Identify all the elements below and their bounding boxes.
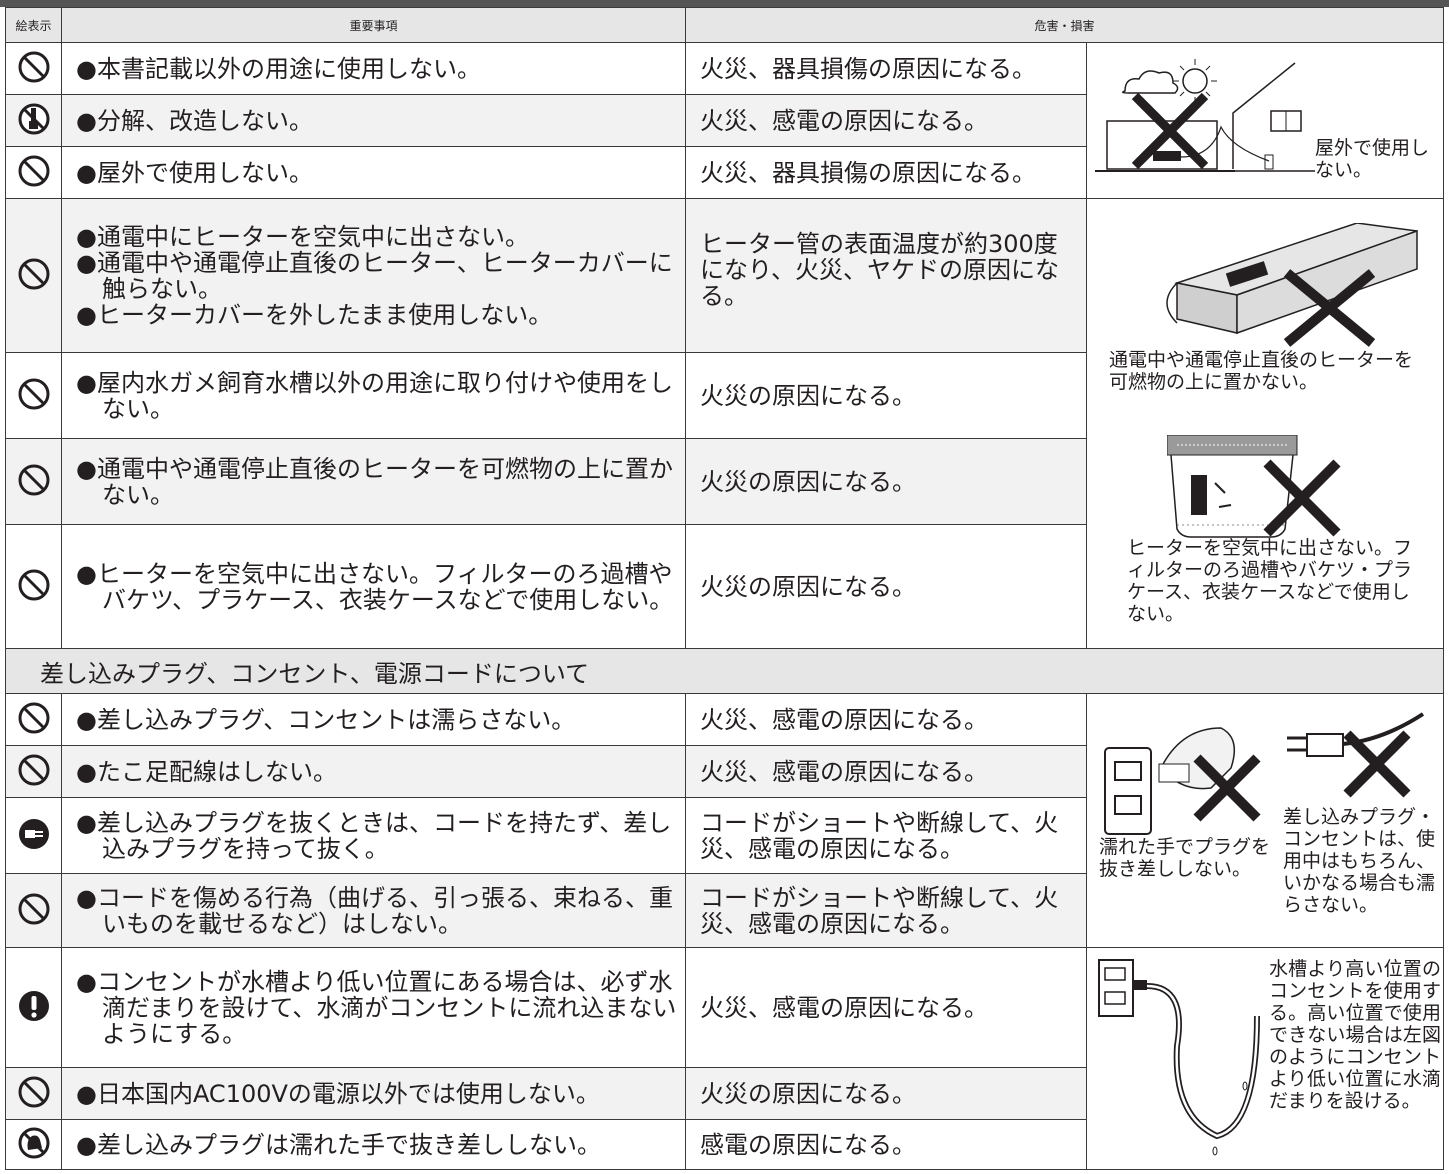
hazard-text: 火災の原因になる。 — [685, 352, 1087, 439]
prohibited-icon — [5, 146, 62, 199]
illustration-plug: 濡れた手でプラグを抜き差ししない。 差し込みプラグ・コンセントは、使用中はもちろ… — [1085, 693, 1445, 948]
item-text: ●差し込みプラグは濡れた手で抜き差ししない。 — [61, 1119, 686, 1170]
illustration-outdoor: 屋外で使用しない。 — [1085, 42, 1445, 199]
item-text: ●通電中や通電停止直後のヒーターを可燃物の上に置かない。 — [61, 438, 686, 525]
safety-table: 絵表示 重要事項 危害・損害 ●本書記載以外の用途に使用しない。 火災、器具損傷… — [4, 7, 1445, 1170]
prohibited-icon — [5, 524, 62, 649]
header-hazard: 危害・損害 — [684, 7, 1445, 43]
table-row: ●差し込みプラグは濡れた手で抜き差ししない。 感電の原因になる。 — [5, 1119, 1444, 1170]
section-header: 差し込みプラグ、コンセント、電源コードについて — [4, 648, 1445, 694]
table-row: ●コードを傷める行為（曲げる、引っ張る、束ねる、重いものを載せるなど）はしない。… — [5, 873, 1444, 948]
item-text: ●本書記載以外の用途に使用しない。 — [61, 42, 686, 95]
item-text: ●日本国内AC100Vの電源以外では使用しない。 — [61, 1067, 686, 1120]
top-bar — [0, 0, 1449, 7]
table-row: ●コンセントが水槽より低い位置にある場合は、必ず水滴だまりを設けて、水滴がコンセ… — [5, 947, 1445, 1170]
item-text: ●屋内水ガメ飼育水槽以外の用途に取り付けや使用をしない。 — [61, 352, 686, 439]
table-row: ●屋内水ガメ飼育水槽以外の用途に取り付けや使用をしない。 火災の原因になる。 — [5, 352, 1444, 439]
item-text: ●コードを傷める行為（曲げる、引っ張る、束ねる、重いものを載せるなど）はしない。 — [61, 873, 686, 948]
heater-caption: 通電中や通電停止直後のヒーターを可燃物の上に置かない。 — [1109, 349, 1414, 393]
outdoor-illustration — [1095, 59, 1315, 172]
heater-on-flammable-illustration — [1166, 223, 1418, 347]
table-header: 絵表示 重要事項 危害・損害 — [5, 7, 1445, 43]
prohibited-icon — [5, 693, 62, 746]
header-item: 重要事項 — [61, 7, 686, 43]
item-text: ●ヒーターを空気中に出さない。フィルターのろ過槽やバケツ、プラケース、衣装ケース… — [61, 524, 686, 649]
table-row: ●差し込みプラグを抜くときは、コードを持たず、差し込みプラグを持って抜く。 コー… — [5, 797, 1444, 874]
hazard-text: 火災、感電の原因になる。 — [685, 94, 1087, 147]
prohibited-icon — [5, 352, 62, 439]
air-caption: ヒーターを空気中に出さない。フィルターのろ過槽やバケツ・プラケース、衣装ケースな… — [1127, 537, 1413, 625]
outdoor-caption: 屋外で使用しない。 — [1315, 137, 1430, 181]
plug-wet-caption: 差し込みプラグ・コンセントは、使用中はもちろん、いかなる場合も濡らさない。 — [1283, 806, 1436, 916]
section-title: 差し込みプラグ、コンセント、電源コードについて — [4, 648, 1445, 694]
prohibited-icon — [5, 438, 62, 525]
item-text: ●通電中にヒーターを空気中に出さない。 ●通電中や通電停止直後のヒーター、ヒータ… — [61, 198, 686, 353]
hazard-text: 火災の原因になる。 — [685, 1067, 1087, 1120]
outlet-caption: 水槽より高い位置のコンセントを使用する。高い位置で使用できない場合は左図のように… — [1269, 958, 1441, 1112]
hazard-text: 火災、感電の原因になる。 — [685, 745, 1087, 798]
item-text: ●差し込みプラグを抜くときは、コードを持たず、差し込みプラグを持って抜く。 — [61, 797, 686, 874]
illustration-outlet: 水槽より高い位置のコンセントを使用する。高い位置で使用できない場合は左図のように… — [1085, 947, 1445, 1170]
table-row: ●通電中にヒーターを空気中に出さない。 ●通電中や通電停止直後のヒーター、ヒータ… — [5, 198, 1445, 649]
table-row: ●日本国内AC100Vの電源以外では使用しない。 火災の原因になる。 — [5, 1067, 1444, 1120]
table-row: ●本書記載以外の用途に使用しない。 火災、器具損傷の原因になる。 屋外で使用しな… — [5, 42, 1445, 199]
table-row: ●たこ足配線はしない。 火災、感電の原因になる。 — [5, 745, 1444, 798]
hazard-text: 感電の原因になる。 — [685, 1119, 1087, 1170]
no-wet-hands-icon — [5, 1119, 62, 1170]
mandatory-icon — [5, 947, 62, 1068]
hazard-text: コードがショートや断線して、火災、感電の原因になる。 — [685, 873, 1087, 948]
prohibited-icon — [5, 745, 62, 798]
hazard-text: 火災の原因になる。 — [685, 524, 1087, 649]
table-row: ●ヒーターを空気中に出さない。フィルターのろ過槽やバケツ、プラケース、衣装ケース… — [5, 524, 1444, 649]
item-text: ●差し込みプラグ、コンセントは濡らさない。 — [61, 693, 686, 746]
wet-hand-caption: 濡れた手でプラグを抜き差ししない。 — [1099, 836, 1271, 880]
hazard-text: 火災の原因になる。 — [685, 438, 1087, 525]
hazard-text: コードがショートや断線して、火災、感電の原因になる。 — [685, 797, 1087, 874]
hazard-text: 火災、感電の原因になる。 — [685, 693, 1087, 746]
illustration-heater: 通電中や通電停止直後のヒーターを可燃物の上に置かない。 ヒーターを空気中に出さな… — [1085, 198, 1445, 649]
table-row: ●屋外で使用しない。 火災、器具損傷の原因になる。 — [5, 146, 1444, 199]
no-disassembly-icon — [5, 94, 62, 147]
unplug-icon — [5, 797, 62, 874]
hazard-text: 火災、感電の原因になる。 — [685, 947, 1087, 1068]
item-text: ●分解、改造しない。 — [61, 94, 686, 147]
hazard-text: 火災、器具損傷の原因になる。 — [685, 42, 1087, 95]
wet-plug-illustration — [1287, 712, 1425, 798]
item-text: ●たこ足配線はしない。 — [61, 745, 686, 798]
header-icon: 絵表示 — [5, 7, 62, 43]
item-text: ●屋外で使用しない。 — [61, 146, 686, 199]
hazard-text: 火災、器具損傷の原因になる。 — [685, 146, 1087, 199]
prohibited-icon — [5, 873, 62, 948]
table-row: ●差し込みプラグ、コンセントは濡らさない。 火災、感電の原因になる。 濡れた手で… — [5, 693, 1445, 948]
heater-in-air-illustration — [1167, 435, 1341, 538]
prohibited-icon — [5, 42, 62, 95]
prohibited-icon — [5, 198, 62, 353]
item-text: ●コンセントが水槽より低い位置にある場合は、必ず水滴だまりを設けて、水滴がコンセ… — [61, 947, 686, 1068]
table-row: ●通電中や通電停止直後のヒーターを可燃物の上に置かない。 火災の原因になる。 — [5, 438, 1444, 525]
prohibited-icon — [5, 1067, 62, 1120]
outlet-drip-loop-illustration — [1098, 959, 1260, 1156]
wet-hand-plug-illustration — [1104, 727, 1261, 835]
hazard-text: ヒーター管の表面温度が約300度になり、火災、ヤケドの原因になる。 — [685, 198, 1087, 353]
